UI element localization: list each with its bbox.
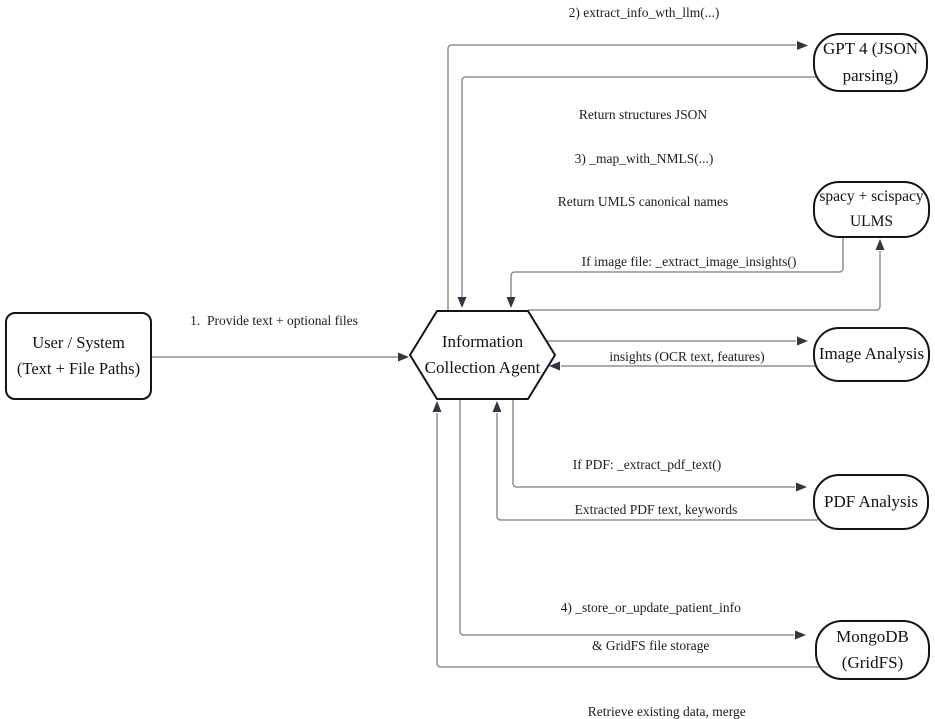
- node-agent: Information Collection Agent: [410, 311, 555, 399]
- edge-agent-to-spacy: [528, 251, 881, 311]
- node-user-system-line1: User / System: [32, 333, 125, 353]
- node-user-system: User / System (Text + File Paths): [5, 312, 152, 400]
- arrowhead-return-json: [457, 297, 467, 308]
- edge-label-extracted-pdf: Extracted PDF text, keywords: [574, 502, 738, 517]
- edge-label-store-update: 4) _store_or_update_patient_info & GridF…: [547, 579, 741, 674]
- arrowhead-into-mongo: [795, 630, 806, 640]
- edge-label-return-umls: Return UMLS canonical names: [557, 194, 729, 209]
- edge-label-provide-text: 1. Provide text + optional files: [190, 313, 358, 328]
- edge-gpt4-to-agent: [461, 76, 816, 297]
- node-agent-hexagon: [409, 310, 556, 400]
- node-gpt4-line1: GPT 4 (JSON: [822, 39, 919, 59]
- node-pdf-analysis: PDF Analysis: [813, 474, 929, 530]
- node-gpt4-line2: parsing): [842, 65, 899, 85]
- arrowhead-into-agent-left: [398, 352, 409, 362]
- node-agent-line1: Information: [441, 331, 524, 351]
- arrowhead-into-spacy: [875, 239, 885, 250]
- edge-label-store-line1: 4) _store_or_update_patient_info: [560, 600, 741, 615]
- arrowhead-pdf-return: [492, 401, 502, 412]
- node-spacy-line1: spacy + scispacy: [819, 188, 924, 206]
- edge-agent-to-pdf: [512, 399, 795, 488]
- edge-agent-to-mongo: [459, 399, 794, 636]
- edge-spacy-to-agent: [510, 237, 844, 297]
- arrowhead-insights: [549, 361, 560, 371]
- node-mongodb: MongoDB (GridFS): [815, 620, 930, 680]
- node-user-system-line2: (Text + File Paths): [16, 359, 141, 378]
- edge-label-if-image: If image file: _extract_image_insights(): [581, 254, 797, 269]
- node-image-analysis-label: Image Analysis: [818, 344, 925, 364]
- edge-pdf-to-agent: [496, 413, 818, 521]
- node-gpt4: GPT 4 (JSON parsing): [813, 33, 928, 92]
- arrowhead-into-pdf: [796, 482, 807, 492]
- node-agent-line2: Collection Agent: [424, 358, 541, 377]
- edge-agent-to-gpt4: [447, 44, 796, 311]
- edge-label-extract-info: 2) extract_info_wth_llm(...): [568, 5, 720, 20]
- edge-label-retrieve-line1: Retrieve existing data, merge: [587, 704, 746, 719]
- edge-mongo-to-agent: [436, 413, 819, 668]
- arrowhead-into-gpt4: [797, 41, 808, 50]
- edge-label-map-with-nmls: 3) _map_with_NMLS(...): [574, 151, 714, 166]
- arrowhead-into-image: [797, 336, 808, 346]
- edge-label-retrieve: Retrieve existing data, merge updates: [574, 683, 746, 719]
- node-image-analysis: Image Analysis: [813, 327, 930, 382]
- edge-label-insights: insights (OCR text, features): [609, 349, 765, 364]
- edge-label-return-json: Return structures JSON: [578, 107, 708, 122]
- edge-label-store-line2: & GridFS file storage: [592, 638, 710, 653]
- node-spacy-line2: ULMS: [849, 212, 894, 230]
- node-spacy-scispacy: spacy + scispacy ULMS: [813, 181, 930, 238]
- node-mongodb-line2: (GridFS): [841, 653, 904, 672]
- arrowhead-mongo-return: [432, 401, 442, 412]
- node-pdf-analysis-label: PDF Analysis: [824, 491, 918, 511]
- edge-label-if-pdf: If PDF: _extract_pdf_text(): [572, 457, 722, 472]
- arrowhead-return-umls: [506, 297, 516, 308]
- node-mongodb-line1: MongoDB: [836, 626, 909, 646]
